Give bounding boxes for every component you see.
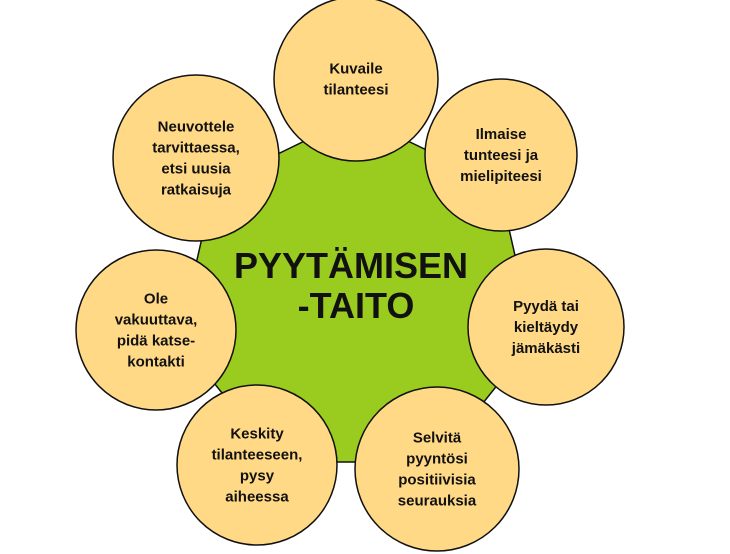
satellite-circle-clarify [354, 386, 520, 552]
satellite-label-line: kontakti [127, 354, 185, 371]
satellite-node-describe: Kuvaile tilanteesi [273, 0, 439, 162]
satellite-label-express: Ilmaise tunteesi ja mielipiteesi [460, 126, 542, 185]
satellite-label-line: ratkaisuja [161, 182, 232, 199]
satellite-circle-ask-refuse [467, 248, 625, 406]
satellite-label-line: Ilmaise [476, 126, 527, 143]
satellite-label-line: pyyntösi [406, 451, 468, 468]
center-label-line-2: -TAITO [298, 285, 415, 326]
satellite-label-line: kieltäydy [514, 319, 579, 336]
satellite-label-line: tilanteeseen, [212, 447, 303, 464]
satellite-label-line: Ole [144, 291, 168, 308]
satellite-label-describe: Kuvaile tilanteesi [323, 61, 388, 99]
satellite-node-focus: Keskity tilanteeseen, pysy aiheessa [176, 384, 338, 546]
satellite-label-ask-refuse: Pyydä tai kieltäydy jämäkästi [511, 298, 580, 357]
satellite-label-line: tunteesi ja [464, 147, 539, 164]
satellite-node-convincing: Ole vakuuttava, pidä katse-kontakti [75, 249, 237, 411]
satellite-node-ask-refuse: Pyydä tai kieltäydy jämäkästi [467, 248, 625, 406]
satellite-circle-describe [273, 0, 439, 162]
satellite-label-line: tilanteesi [323, 82, 388, 99]
satellite-label-line: pysy [240, 468, 275, 485]
satellite-label-line: jämäkästi [511, 340, 580, 357]
satellite-label-line: Neuvottele [158, 119, 235, 136]
satellite-label-line: tarvittaessa, [152, 140, 240, 157]
satellite-label-line: positiivisia [398, 472, 476, 489]
satellite-node-express: Ilmaise tunteesi ja mielipiteesi [424, 78, 578, 232]
satellite-label-convincing: Ole vakuuttava, pidä katse-kontakti [115, 291, 198, 371]
center-label: PYYTÄMISEN -TAITO [234, 245, 478, 326]
satellite-label-line: aiheessa [225, 489, 289, 506]
satellite-node-clarify: Selvitä pyyntösi positiivisia seurauksia [354, 386, 520, 552]
satellite-label-negotiate: Neuvottele tarvittaessa, etsi uusia ratkais… [152, 119, 240, 199]
satellite-label-line: pidä katse- [117, 333, 195, 350]
satellite-label-focus: Keskity tilanteeseen, pysy aiheessa [212, 426, 303, 506]
satellite-circle-convincing [75, 249, 237, 411]
center-label-line-1: PYYTÄMISEN [234, 245, 468, 286]
satellite-circle-express [424, 78, 578, 232]
satellite-label-line: etsi uusia [161, 161, 231, 178]
satellite-label-line: Pyydä tai [513, 298, 579, 315]
satellite-label-line: Selvitä [413, 430, 462, 447]
satellite-circle-focus [176, 384, 338, 546]
satellite-label-line: Kuvaile [329, 61, 382, 78]
satellite-label-line: mielipiteesi [460, 168, 542, 185]
satellite-label-line: vakuuttava, [115, 312, 198, 329]
satellite-node-negotiate: Neuvottele tarvittaessa, etsi uusia ratkais… [112, 74, 280, 242]
satellite-label-line: seurauksia [398, 493, 477, 510]
satellite-label-clarify: Selvitä pyyntösi positiivisia seurauksia [398, 430, 477, 510]
satellite-circle-negotiate [112, 74, 280, 242]
satellite-label-line: Keskity [230, 426, 284, 443]
